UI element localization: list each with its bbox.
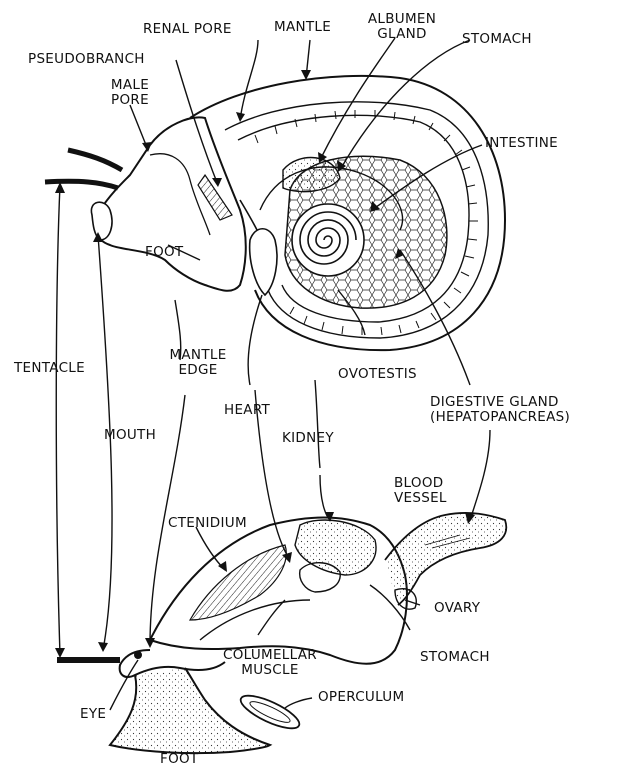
label-male-pore: MALE PORE: [104, 78, 156, 108]
label-blood-vessel-line2: VESSEL: [394, 491, 447, 506]
label-pseudobranch: PSEUDOBRANCH: [28, 52, 145, 67]
label-ovary: OVARY: [434, 601, 480, 616]
label-columellar-muscle: COLUMELLAR MUSCLE: [218, 648, 322, 678]
label-mantle-edge-line1: MANTLE: [158, 348, 238, 363]
label-albumen-gland-line2: GLAND: [362, 27, 442, 42]
label-blood-vessel-line1: BLOOD: [394, 476, 447, 491]
label-digestive-gland: DIGESTIVE GLAND (HEPATOPANCREAS): [430, 395, 570, 425]
label-intestine: INTESTINE: [485, 136, 558, 151]
label-mantle: MANTLE: [274, 20, 331, 35]
label-operculum: OPERCULUM: [318, 690, 404, 705]
foot-fold-top: [91, 202, 112, 240]
label-albumen-gland: ALBUMEN GLAND: [362, 12, 442, 42]
operculum-plate: [237, 689, 303, 734]
label-renal-pore: RENAL PORE: [143, 22, 232, 37]
label-stomach-top: STOMACH: [462, 32, 532, 47]
foot-bottom-shape: [110, 668, 270, 753]
tentacle-upper: [68, 150, 122, 170]
label-digestive-gland-line2: (HEPATOPANCREAS): [430, 410, 570, 425]
label-blood-vessel: BLOOD VESSEL: [394, 476, 447, 506]
label-heart: HEART: [224, 403, 270, 418]
label-kidney: KIDNEY: [282, 431, 334, 446]
label-digestive-gland-line1: DIGESTIVE GLAND: [430, 395, 570, 410]
label-male-pore-line2: PORE: [104, 93, 156, 108]
label-mantle-edge: MANTLE EDGE: [158, 348, 238, 378]
label-columellar-muscle-line1: COLUMELLAR: [218, 648, 322, 663]
bottom-snail-figure: [57, 513, 506, 753]
label-albumen-gland-line1: ALBUMEN: [362, 12, 442, 27]
label-foot-bottom: FOOT: [160, 752, 198, 767]
label-male-pore-line1: MALE: [104, 78, 156, 93]
label-eye: EYE: [80, 707, 106, 722]
label-ctenidium: CTENIDIUM: [168, 516, 247, 531]
label-ovotestis: OVOTESTIS: [338, 367, 417, 382]
label-tentacle: TENTACLE: [14, 361, 85, 376]
digestive-tail: [385, 513, 506, 605]
label-stomach-bottom: STOMACH: [420, 650, 490, 665]
label-mantle-edge-line2: EDGE: [158, 363, 238, 378]
label-foot-top: FOOT: [145, 245, 183, 260]
ovotestis-spiral: [292, 204, 364, 276]
tentacle-lower: [45, 181, 118, 188]
label-columellar-muscle-line2: MUSCLE: [218, 663, 322, 678]
label-mouth: MOUTH: [104, 428, 156, 443]
eye-dot: [135, 652, 141, 658]
heart-kidney-top: [250, 229, 277, 295]
